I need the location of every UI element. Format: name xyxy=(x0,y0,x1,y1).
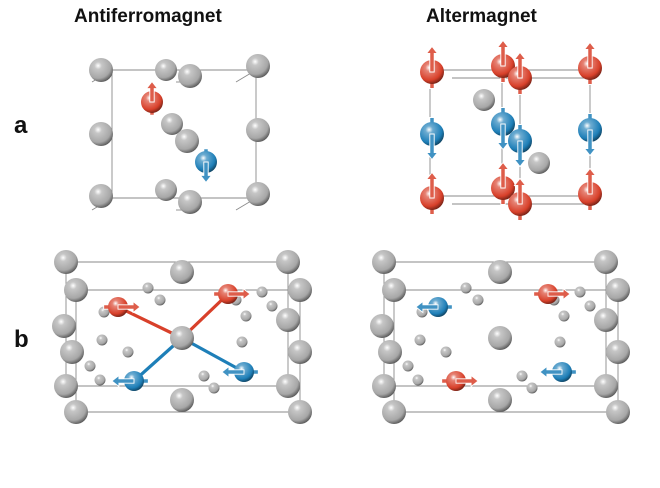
spin-up-atom-spin-arrow xyxy=(513,177,527,205)
corner-atom xyxy=(178,64,202,88)
large-atom xyxy=(276,308,300,332)
spin-up-atom-spin-arrow xyxy=(145,80,159,103)
large-atom xyxy=(64,278,88,302)
large-atom xyxy=(488,388,512,412)
large-atom xyxy=(372,250,396,274)
large-atom xyxy=(170,260,194,284)
small-atom xyxy=(516,370,528,382)
row-label-a: a xyxy=(14,112,28,139)
edge-atom xyxy=(246,118,270,142)
small-atom xyxy=(440,346,452,358)
large-atom xyxy=(54,250,78,274)
center-atom xyxy=(161,113,183,135)
large-atom xyxy=(288,400,312,424)
small-atom xyxy=(414,334,426,346)
corner-atom xyxy=(246,54,270,78)
small-atom xyxy=(472,294,484,306)
small-atom xyxy=(558,310,570,322)
large-atom xyxy=(382,400,406,424)
small-atom xyxy=(554,336,566,348)
corner-atom xyxy=(246,182,270,206)
spin-down-atom-spin-arrow xyxy=(425,133,439,161)
spin-right-atom-spin-arrow xyxy=(117,300,141,314)
small-atom xyxy=(94,374,106,386)
nonmagnetic-atom xyxy=(473,89,495,111)
large-atom xyxy=(594,250,618,274)
small-atom xyxy=(460,282,472,294)
spin-left-atom-spin-arrow xyxy=(415,300,439,314)
small-atom xyxy=(584,300,596,312)
small-atom xyxy=(574,286,586,298)
spin-down-atom-spin-arrow xyxy=(199,161,213,184)
large-atom xyxy=(288,340,312,364)
small-atom xyxy=(526,382,538,394)
small-atom xyxy=(402,360,414,372)
large-atom xyxy=(606,400,630,424)
large-atom xyxy=(370,314,394,338)
large-atom xyxy=(378,340,402,364)
title-antiferromagnet: Antiferromagnet xyxy=(74,6,222,27)
spin-down-atom-spin-arrow xyxy=(583,129,597,157)
large-atom xyxy=(488,260,512,284)
large-atom xyxy=(594,308,618,332)
large-atom xyxy=(52,314,76,338)
spin-up-atom-spin-arrow xyxy=(513,51,527,79)
small-atom xyxy=(96,334,108,346)
large-atom xyxy=(606,340,630,364)
spin-left-atom-spin-arrow xyxy=(111,374,135,388)
corner-atom xyxy=(155,179,177,201)
spin-down-atom-spin-arrow xyxy=(496,123,510,151)
corner-atom xyxy=(89,184,113,208)
central-atom xyxy=(170,326,194,350)
spin-right-atom-spin-arrow xyxy=(455,374,479,388)
spin-right-atom-spin-arrow xyxy=(227,287,251,301)
small-atom xyxy=(256,286,268,298)
small-atom xyxy=(240,310,252,322)
spin-left-atom-spin-arrow xyxy=(539,365,563,379)
large-atom xyxy=(606,278,630,302)
small-atom xyxy=(84,360,96,372)
corner-atom xyxy=(89,58,113,82)
small-atom xyxy=(412,374,424,386)
title-altermagnet: Altermagnet xyxy=(426,6,537,27)
large-atom xyxy=(60,340,84,364)
small-atom xyxy=(266,300,278,312)
corner-atom xyxy=(155,59,177,81)
spin-left-atom-spin-arrow xyxy=(221,365,245,379)
small-atom xyxy=(208,382,220,394)
central-atom xyxy=(488,326,512,350)
small-atom xyxy=(198,370,210,382)
small-atom xyxy=(154,294,166,306)
corner-atom xyxy=(178,190,202,214)
large-atom xyxy=(288,278,312,302)
center-atom xyxy=(175,129,199,153)
large-atom xyxy=(54,374,78,398)
large-atom xyxy=(594,374,618,398)
spin-right-atom-spin-arrow xyxy=(547,287,571,301)
small-atom xyxy=(122,346,134,358)
spin-up-atom-spin-arrow xyxy=(583,41,597,69)
large-atom xyxy=(276,250,300,274)
small-atom xyxy=(142,282,154,294)
row-label-b: b xyxy=(14,326,29,353)
large-atom xyxy=(382,278,406,302)
nonmagnetic-atom xyxy=(528,152,550,174)
spin-up-atom-spin-arrow xyxy=(425,171,439,199)
small-atom xyxy=(236,336,248,348)
large-atom xyxy=(170,388,194,412)
spin-up-atom-spin-arrow xyxy=(583,167,597,195)
spin-up-atom-spin-arrow xyxy=(496,161,510,189)
spin-down-atom-spin-arrow xyxy=(513,140,527,168)
edge-atom xyxy=(89,122,113,146)
spin-up-atom-spin-arrow xyxy=(425,45,439,73)
spin-up-atom-spin-arrow xyxy=(496,39,510,67)
large-atom xyxy=(276,374,300,398)
large-atom xyxy=(372,374,396,398)
large-atom xyxy=(64,400,88,424)
